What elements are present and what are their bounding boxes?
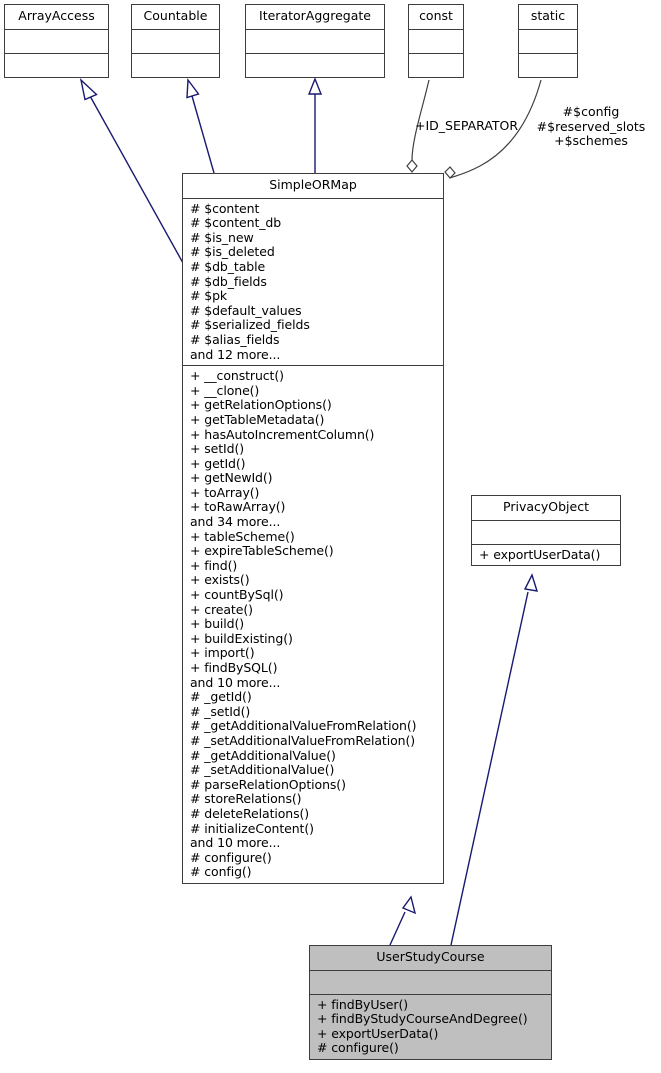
- class-member-row: # $pk: [190, 288, 228, 304]
- class-member-row: # $is_deleted: [190, 244, 275, 260]
- edge-simpleormap-implements-countable: [186, 78, 215, 174]
- class-title-userstudycourse: UserStudyCourse: [310, 946, 551, 971]
- class-member-row: # $alias_fields: [190, 331, 280, 347]
- class-member-row: + find(): [190, 557, 238, 573]
- class-attributes-privacyobject: [472, 521, 620, 545]
- class-methods-arrayaccess: [5, 54, 108, 77]
- edge-label-static-members: #$config #$reserved_slots +$schemes: [536, 104, 646, 149]
- class-member-row: + getNewId(): [190, 470, 273, 486]
- class-title-arrayaccess: ArrayAccess: [5, 5, 108, 30]
- class-member-row: + getTableMetadata(): [190, 411, 325, 427]
- class-title-static: static: [519, 5, 577, 30]
- class-member-row: # deleteRelations(): [190, 805, 310, 821]
- class-box-userstudycourse[interactable]: UserStudyCourse + findByUser()+ findBySt…: [309, 945, 552, 1060]
- class-member-row: + tableScheme(): [190, 528, 295, 544]
- class-member-row: + create(): [190, 601, 253, 617]
- class-box-const[interactable]: const: [408, 4, 464, 78]
- class-member-row: + setId(): [190, 441, 245, 457]
- class-member-row: # $db_fields: [190, 273, 267, 289]
- class-member-row: # $db_table: [190, 258, 266, 274]
- class-member-row: # $content_db: [190, 215, 282, 231]
- class-member-row: + __clone(): [190, 382, 260, 398]
- class-box-simpleormap[interactable]: SimpleORMap # $content# $content_db# $is…: [182, 173, 444, 884]
- class-member-row: # $is_new: [190, 229, 254, 245]
- class-box-arrayaccess[interactable]: ArrayAccess: [4, 4, 109, 78]
- class-member-row: and 34 more...: [190, 514, 281, 530]
- class-member-row: # configure(): [317, 1040, 399, 1056]
- class-title-simpleormap: SimpleORMap: [183, 174, 443, 199]
- class-methods-iteratoraggregate: [246, 54, 384, 77]
- class-member-row: # parseRelationOptions(): [190, 776, 346, 792]
- class-member-row: # storeRelations(): [190, 791, 302, 807]
- class-box-static[interactable]: static: [518, 4, 578, 78]
- class-title-privacyobject: PrivacyObject: [472, 496, 620, 521]
- class-methods-privacyobject: + exportUserData(): [472, 545, 620, 566]
- class-attributes-countable: [132, 30, 219, 54]
- class-attributes-iteratoraggregate: [246, 30, 384, 54]
- class-member-row: + expireTableScheme(): [190, 543, 334, 559]
- class-attributes-arrayaccess: [5, 30, 108, 54]
- class-member-row: + findBySQL(): [190, 660, 278, 675]
- class-methods-const: [409, 54, 463, 77]
- class-member-row: + countBySql(): [190, 587, 284, 603]
- class-member-row: # config(): [190, 864, 252, 880]
- class-member-row: + getId(): [190, 455, 246, 471]
- class-member-row: # _setAdditionalValueFromRelation(): [190, 732, 415, 748]
- class-member-row: # _getAdditionalValueFromRelation(): [190, 718, 417, 734]
- class-attributes-userstudycourse: [310, 971, 551, 995]
- class-member-row: and 10 more...: [190, 674, 281, 690]
- class-methods-simpleormap: + __construct()+ __clone()+ getRelationO…: [183, 366, 443, 883]
- class-member-row: # _getAdditionalValue(): [190, 747, 336, 763]
- class-title-iteratoraggregate: IteratorAggregate: [246, 5, 384, 30]
- class-member-row: + import(): [190, 645, 255, 661]
- class-member-row: and 12 more...: [190, 346, 281, 362]
- class-member-row: # _setId(): [190, 703, 251, 719]
- class-member-row: + exportUserData(): [317, 1025, 439, 1041]
- class-methods-userstudycourse: + findByUser()+ findByStudyCourseAndDegr…: [310, 995, 551, 1059]
- class-box-iteratoraggregate[interactable]: IteratorAggregate: [245, 4, 385, 78]
- class-member-row: + build(): [190, 616, 245, 632]
- class-member-row: + buildExisting(): [190, 630, 293, 646]
- edge-userstudycourse-implements-privacyobject: [450, 573, 539, 946]
- class-member-row: + getRelationOptions(): [190, 397, 332, 413]
- class-member-row: + toRawArray(): [190, 499, 286, 515]
- class-title-const: const: [409, 5, 463, 30]
- class-member-row: and 10 more...: [190, 835, 281, 851]
- class-methods-countable: [132, 54, 219, 77]
- class-title-countable: Countable: [132, 5, 219, 30]
- class-member-row: # configure(): [190, 849, 272, 865]
- edge-simpleormap-implements-iteratoraggregate: [307, 77, 323, 173]
- class-member-row: + exists(): [190, 572, 250, 588]
- class-methods-static: [519, 54, 577, 77]
- class-member-row: # _setAdditionalValue(): [190, 762, 335, 778]
- edge-label-id-separator: +ID_SEPARATOR: [415, 118, 519, 133]
- class-attributes-simpleormap: # $content# $content_db# $is_new# $is_de…: [183, 199, 443, 367]
- class-attributes-const: [409, 30, 463, 54]
- class-box-countable[interactable]: Countable: [131, 4, 220, 78]
- class-member-row: + findByUser(): [317, 996, 408, 1012]
- class-member-row: # initializeContent(): [190, 820, 314, 836]
- class-member-row: + __construct(): [190, 368, 284, 384]
- class-member-row: # $serialized_fields: [190, 317, 310, 333]
- edge-simpleormap-implements-arrayaccess: [79, 77, 189, 273]
- class-member-row: + findByStudyCourseAndDegree(): [317, 1011, 528, 1027]
- class-member-row: + toArray(): [190, 484, 260, 500]
- class-member-row: + hasAutoIncrementColumn(): [190, 426, 375, 442]
- class-member-row: # $content: [190, 200, 260, 216]
- class-member-row: + exportUserData(): [479, 546, 601, 562]
- edge-userstudycourse-extends-simpleormap: [389, 895, 417, 946]
- class-box-privacyobject[interactable]: PrivacyObject + exportUserData(): [471, 495, 621, 567]
- class-attributes-static: [519, 30, 577, 54]
- class-member-row: # $default_values: [190, 302, 302, 318]
- class-member-row: # _getId(): [190, 689, 252, 705]
